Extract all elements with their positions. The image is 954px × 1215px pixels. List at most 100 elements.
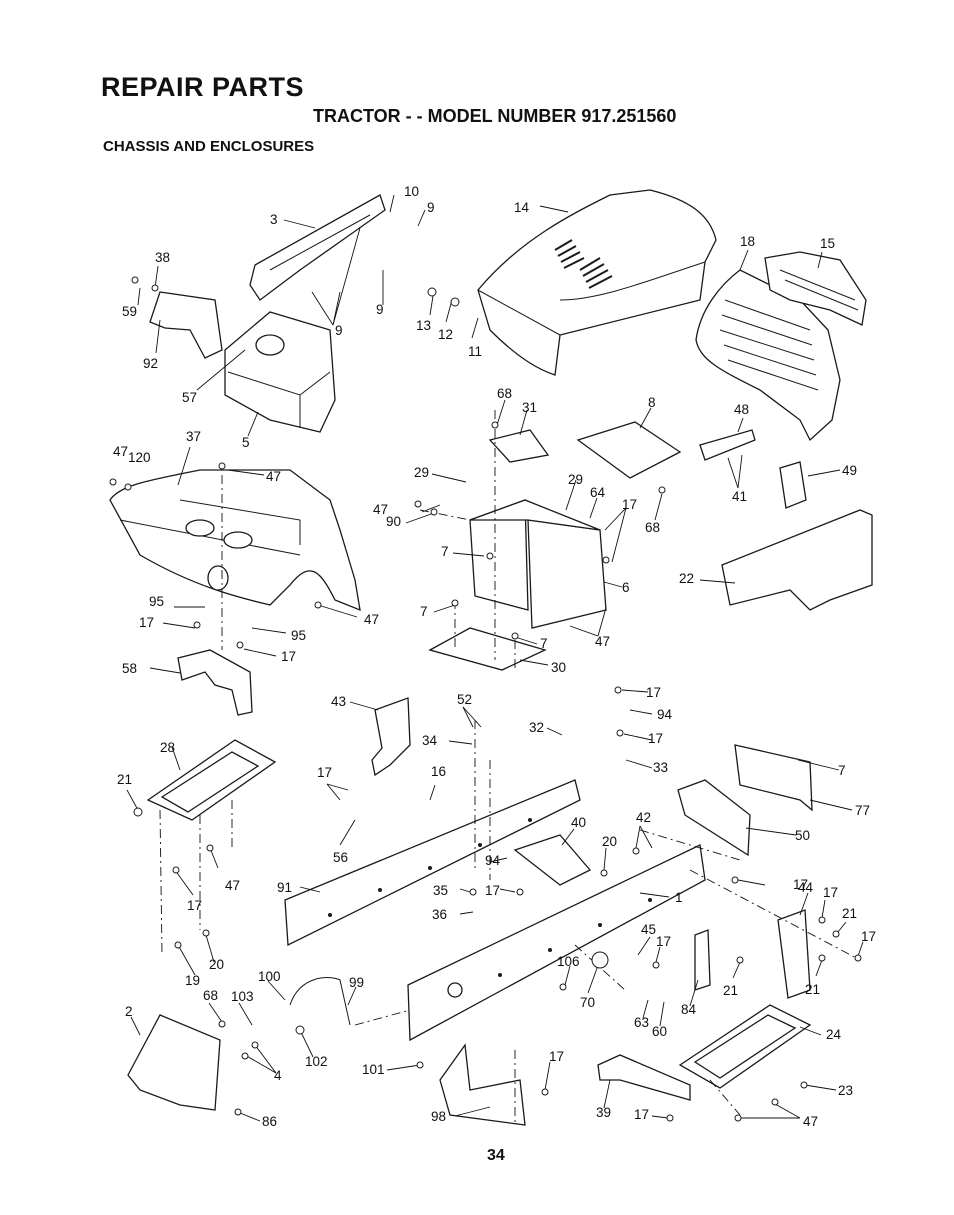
callout-70: 70 xyxy=(580,995,595,1010)
callout-21: 21 xyxy=(723,983,738,998)
callout-31: 31 xyxy=(522,400,537,415)
bracket-48 xyxy=(699,429,756,461)
callout-47: 47 xyxy=(364,612,379,627)
callout-42: 42 xyxy=(636,810,651,825)
callout-106: 106 xyxy=(557,954,580,969)
callout-34: 34 xyxy=(422,733,438,748)
section-title: CHASSIS AND ENCLOSURES xyxy=(103,138,315,155)
callout-9: 9 xyxy=(335,323,343,338)
callout-14: 14 xyxy=(514,200,530,215)
callout-43: 43 xyxy=(331,694,346,709)
callout-18: 18 xyxy=(740,234,755,249)
callout-13: 13 xyxy=(416,318,431,333)
callout-52: 52 xyxy=(457,692,472,707)
callout-91: 91 xyxy=(277,880,292,895)
callout-90: 90 xyxy=(386,514,401,529)
callout-57: 57 xyxy=(182,390,197,405)
callout-47: 47 xyxy=(266,469,281,484)
bracket-84 xyxy=(694,929,711,991)
callout-19: 19 xyxy=(185,973,200,988)
bracket-49 xyxy=(779,461,807,509)
callout-17: 17 xyxy=(861,929,876,944)
bracket-31 xyxy=(488,429,550,463)
callout-8: 8 xyxy=(648,395,656,410)
callout-68: 68 xyxy=(203,988,218,1003)
callout-63: 63 xyxy=(634,1015,649,1030)
leader-lines xyxy=(126,194,864,1122)
callout-17: 17 xyxy=(646,685,661,700)
callout-17: 17 xyxy=(187,898,202,913)
callout-47: 47 xyxy=(803,1114,818,1129)
callout-7: 7 xyxy=(540,636,548,651)
callout-17: 17 xyxy=(549,1049,564,1064)
callout-47: 47 xyxy=(113,444,128,459)
shield-77 xyxy=(734,744,813,812)
callout-49: 49 xyxy=(842,463,857,478)
callout-17: 17 xyxy=(139,615,154,630)
callout-47: 47 xyxy=(225,878,240,893)
callout-20: 20 xyxy=(602,834,617,849)
callout-38: 38 xyxy=(155,250,170,265)
callout-12: 12 xyxy=(438,327,453,342)
callout-29: 29 xyxy=(568,472,583,487)
callout-120: 120 xyxy=(128,450,151,465)
callout-11: 11 xyxy=(468,344,482,359)
callout-56: 56 xyxy=(333,850,348,865)
callout-10: 10 xyxy=(404,184,419,199)
callout-33: 33 xyxy=(653,760,668,775)
callout-99: 99 xyxy=(349,975,364,990)
fuel-tank-part xyxy=(224,311,336,433)
callout-84: 84 xyxy=(681,1002,697,1017)
callout-16: 16 xyxy=(431,764,446,779)
callout-45: 45 xyxy=(641,922,656,937)
callout-7: 7 xyxy=(441,544,449,559)
callout-35: 35 xyxy=(433,883,448,898)
callout-21: 21 xyxy=(117,772,132,787)
callout-6: 6 xyxy=(622,580,630,595)
callout-101: 101 xyxy=(362,1062,385,1077)
dash-panel-part xyxy=(249,194,386,301)
hood-part xyxy=(477,189,717,376)
callout-17: 17 xyxy=(634,1107,649,1122)
callout-40: 40 xyxy=(571,815,586,830)
callout-103: 103 xyxy=(231,989,254,1004)
callout-17: 17 xyxy=(485,883,500,898)
callout-32: 32 xyxy=(529,720,544,735)
callout-48: 48 xyxy=(734,402,749,417)
callout-17: 17 xyxy=(648,731,663,746)
callout-36: 36 xyxy=(432,907,447,922)
grille-part xyxy=(695,251,867,442)
callout-94: 94 xyxy=(485,853,501,868)
page-number: 34 xyxy=(487,1147,505,1164)
bracket-43 xyxy=(371,697,411,777)
callout-9: 9 xyxy=(376,302,384,317)
callout-58: 58 xyxy=(122,661,137,676)
callout-94: 94 xyxy=(657,707,673,722)
mount-40 xyxy=(513,834,592,886)
callout-17: 17 xyxy=(793,877,808,892)
callout-98: 98 xyxy=(431,1109,446,1124)
fasteners xyxy=(109,276,862,1122)
callout-41: 41 xyxy=(732,489,747,504)
callout-17: 17 xyxy=(622,497,637,512)
callout-68: 68 xyxy=(645,520,660,535)
callout-24: 24 xyxy=(826,1027,842,1042)
callout-15: 15 xyxy=(820,236,835,251)
callout-30: 30 xyxy=(551,660,566,675)
callout-4: 4 xyxy=(274,1068,282,1083)
footrest-24 xyxy=(678,1004,812,1089)
callout-86: 86 xyxy=(262,1114,277,1129)
callout-39: 39 xyxy=(596,1105,611,1120)
callout-21: 21 xyxy=(842,906,857,921)
bracket-50 xyxy=(677,779,751,857)
callout-68: 68 xyxy=(497,386,512,401)
fender-part xyxy=(109,469,361,612)
callout-7: 7 xyxy=(420,604,428,619)
plate-8 xyxy=(576,421,682,479)
callout-60: 60 xyxy=(652,1024,667,1039)
callout-95: 95 xyxy=(291,628,306,643)
side-panel-22 xyxy=(721,509,873,611)
plate-30 xyxy=(428,627,547,671)
callout-7: 7 xyxy=(838,763,846,778)
